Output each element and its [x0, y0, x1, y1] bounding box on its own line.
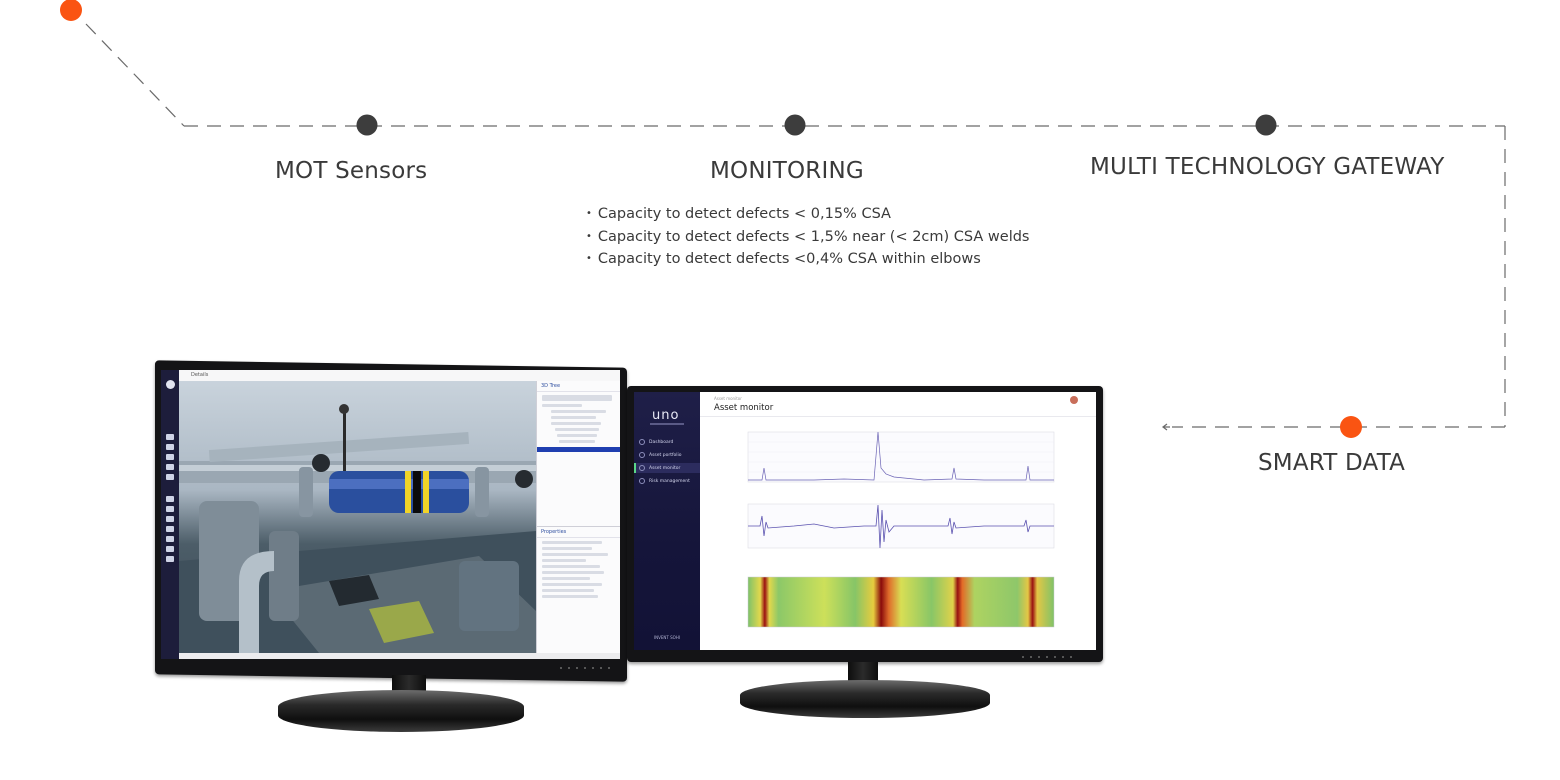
node-label-mot-sensors: MOT Sensors: [275, 158, 428, 184]
signal-trace: [748, 431, 1054, 481]
tree-panel-title: 3D Tree: [537, 381, 620, 392]
list-item: Capacity to detect defects < 1,5% near (…: [586, 227, 1030, 250]
dashboard-icon: [639, 439, 645, 445]
left-monitor-buttons: [560, 667, 610, 670]
filtered-trace: [748, 504, 1054, 549]
list-item: Capacity to detect defects < 0,15% CSA: [586, 204, 1030, 227]
properties-panel: Properties: [536, 526, 620, 654]
monitor-icon: [639, 465, 645, 471]
right-monitor-base: [740, 680, 990, 718]
app-sidebar: uno Dashboard Asset portfolio Asset moni…: [634, 392, 700, 650]
flow-connector-diagonal: [85, 23, 185, 127]
sidebar-item-risk-management[interactable]: Risk management: [634, 476, 700, 486]
page-title: Asset monitor: [714, 403, 774, 413]
properties-panel-title: Properties: [537, 527, 620, 538]
viewer-topbar-label: Details: [191, 372, 209, 378]
breadcrumb: Asset monitor: [714, 396, 742, 401]
viewer-toolbar: [161, 370, 179, 659]
pipe-3d-viewport[interactable]: [179, 381, 536, 653]
list-item: Capacity to detect defects <0,4% CSA wit…: [586, 249, 1030, 272]
app-header: [700, 392, 1096, 417]
sidebar-item-dashboard[interactable]: Dashboard: [634, 437, 700, 447]
node-label-monitoring: MONITORING: [710, 158, 864, 184]
step-dot-icon: [784, 114, 806, 136]
step-dot-icon: [356, 114, 378, 136]
signal-chart-raw: [747, 431, 1055, 483]
right-monitor-buttons: [1022, 656, 1072, 659]
step-dot-icon: [1340, 416, 1362, 438]
sidebar-footer: INVENT SOHI: [654, 635, 681, 640]
arrow-left-icon: [1162, 423, 1170, 431]
node-label-smart-data: SMART DATA: [1258, 450, 1406, 476]
avatar[interactable]: [1070, 396, 1078, 404]
tree-panel: 3D Tree: [536, 381, 620, 526]
monitoring-bullet-list: Capacity to detect defects < 0,15% CSA C…: [586, 204, 1030, 272]
viewer-status-bar: [179, 653, 620, 659]
left-monitor-screen: Details 3D Tree: [161, 370, 620, 659]
flow-connector: [85, 23, 1506, 428]
app-logo: uno: [652, 408, 680, 423]
sidebar-item-asset-monitor[interactable]: Asset monitor: [634, 463, 700, 473]
node-label-gateway: MULTI TECHNOLOGY GATEWAY: [1090, 154, 1445, 180]
start-dot-icon: [60, 0, 82, 21]
portfolio-icon: [639, 452, 645, 458]
sidebar-item-asset-portfolio[interactable]: Asset portfolio: [634, 450, 700, 460]
signal-chart-filtered: [747, 503, 1055, 549]
step-dot-icon: [1255, 114, 1277, 136]
right-monitor-screen: uno Dashboard Asset portfolio Asset moni…: [634, 392, 1096, 650]
signal-heatmap: [747, 576, 1055, 628]
risk-icon: [639, 478, 645, 484]
left-monitor-base: [278, 690, 524, 732]
